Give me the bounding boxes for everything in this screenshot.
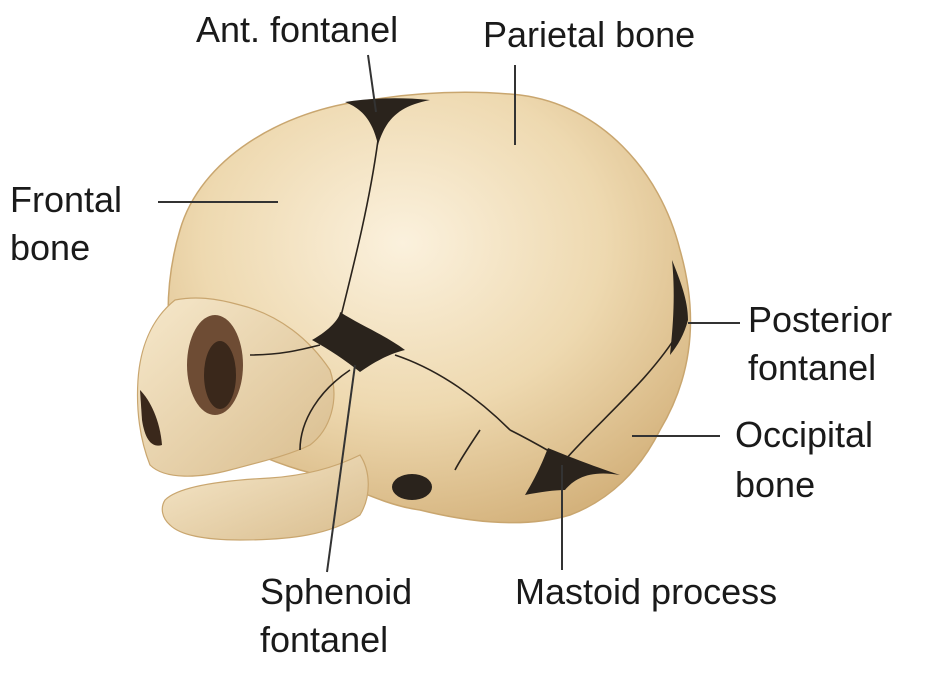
label-occipital-bone-line1: Occipital [735,414,874,455]
label-frontal-bone-line1: Frontal [10,179,123,220]
leader-lines [158,54,740,573]
mandible [161,454,369,541]
nasal-cavity [140,390,162,446]
label-ant-fontanel: Ant. fontanel [196,9,399,50]
sphenoid-fontanel-mark [312,312,405,372]
anterior-fontanel-mark [345,98,430,145]
label-sphenoid-fontanel-line2: fontanel [260,619,389,660]
label-parietal-bone: Parietal bone [483,14,696,55]
label-frontal-bone-line2: bone [10,227,91,268]
label-mastoid-process: Mastoid process [515,571,778,612]
sutures [249,139,681,471]
mastoid-fontanel-mark [525,448,620,495]
label-sphenoid-fontanel-line1: Sphenoid [260,571,413,612]
posterior-fontanel-mark [670,260,688,355]
label-posterior-fontanel-line1: Posterior [748,299,893,340]
label-occipital-bone-line2: bone [735,464,816,505]
ear-opening [392,474,432,500]
orbit-inner [204,341,236,409]
label-posterior-fontanel-line2: fontanel [748,347,877,388]
